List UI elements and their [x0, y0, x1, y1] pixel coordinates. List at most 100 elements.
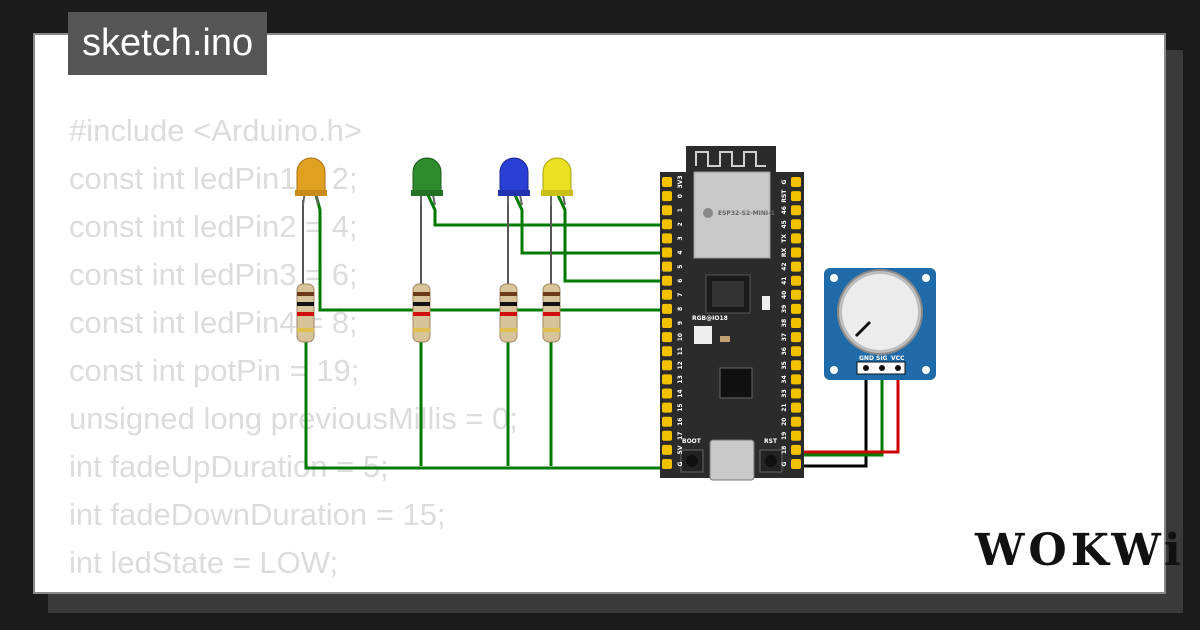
right-pin-header: GRST4645TXRX4241403938373635343321201918… — [781, 177, 801, 469]
code-line: #include <Arduino.h> — [69, 113, 363, 148]
pin-label: 3V3 — [677, 176, 684, 189]
pin-pad — [662, 205, 672, 216]
pin-pad — [662, 191, 672, 202]
pin-pad — [662, 177, 672, 187]
pin-pad — [662, 318, 672, 328]
pin-pad — [662, 444, 672, 455]
pin-label: 37 — [781, 333, 788, 341]
pin-label: RX — [781, 248, 788, 258]
pot-pin-vcc: VCC — [891, 355, 905, 362]
pin-label: 3 — [677, 236, 684, 240]
pin-label: 35 — [781, 361, 788, 369]
preview-card: #include <Arduino.h>const int ledPin1 = … — [33, 33, 1166, 594]
pot-pin-sig: SIG — [876, 355, 888, 362]
pin-pad — [791, 430, 801, 441]
pin-label: 14 — [677, 389, 684, 397]
pin-label: 0 — [677, 194, 684, 198]
wire-pot-gnd — [796, 372, 868, 468]
pin-label: RST — [781, 189, 788, 203]
pin-pad — [662, 360, 672, 371]
pin-label: G — [781, 461, 788, 466]
pin-pad — [662, 388, 672, 399]
pin-pad — [791, 374, 801, 385]
code-line: unsigned long previousMillis = 0; — [69, 401, 518, 436]
code-line: const int ledPin4 = 8; — [69, 305, 358, 340]
wires — [302, 194, 900, 470]
pin-label: 39 — [781, 305, 788, 313]
pin-label: 36 — [781, 347, 788, 355]
pin-pad — [662, 233, 672, 244]
pin-label: 11 — [677, 347, 684, 355]
pin-pad — [791, 247, 801, 258]
pin-pad — [791, 219, 801, 230]
pin-pad — [662, 247, 672, 258]
pin-label: TX — [781, 234, 788, 243]
module-label: ESP32-S2-MINI-1 — [718, 210, 775, 217]
led-yellow — [541, 157, 573, 206]
pot-pin-gnd: GND — [859, 355, 874, 362]
pin-pad — [662, 289, 672, 300]
pin-label: 2 — [677, 222, 684, 226]
pin-pad — [791, 346, 801, 357]
pin-pad — [791, 177, 801, 187]
file-title-badge: sketch.ino — [68, 12, 268, 75]
pin-pad — [662, 374, 672, 385]
code-line: const int potPin = 19; — [69, 353, 360, 388]
pin-label: 41 — [781, 277, 788, 285]
pin-pad — [662, 261, 672, 272]
pin-label: 42 — [781, 262, 788, 270]
pin-pad — [662, 219, 672, 230]
pin-pad — [791, 275, 801, 286]
pin-label: 45 — [781, 220, 788, 228]
pin-pad — [791, 459, 801, 469]
pin-pad — [662, 303, 672, 314]
pin-label: 34 — [781, 375, 788, 383]
pin-label: 40 — [781, 291, 788, 299]
wire-led-yellow — [556, 194, 668, 283]
pin-pad — [791, 444, 801, 455]
pin-label: 16 — [677, 418, 684, 426]
pin-pad — [662, 416, 672, 427]
pin-label: 7 — [677, 293, 684, 297]
pin-pad — [791, 205, 801, 216]
led-orange — [295, 157, 327, 206]
pin-label: 21 — [781, 403, 788, 411]
wokwi-logo: WOKWi — [975, 525, 1185, 576]
wire-pot-sig — [796, 372, 884, 457]
pin-label: 10 — [677, 333, 684, 341]
pin-label: 1 — [677, 208, 684, 212]
rgb-label: RGB@IO18 — [692, 315, 728, 322]
pin-pad — [662, 430, 672, 441]
pin-pad — [791, 233, 801, 244]
pin-label: G — [781, 179, 788, 184]
pin-label: 12 — [677, 361, 684, 369]
code-line: int ledState = LOW; — [69, 545, 339, 580]
pin-pad — [791, 416, 801, 427]
pin-label: 15 — [677, 403, 684, 411]
pin-label: 13 — [677, 375, 684, 383]
pin-pad — [662, 346, 672, 357]
code-line: int fadeDownDuration = 15; — [69, 497, 446, 532]
pin-label: 46 — [781, 206, 788, 214]
pin-pad — [662, 459, 672, 469]
pin-label: 19 — [781, 432, 788, 440]
pin-label: 9 — [677, 321, 684, 325]
potentiometer: GND SIG VCC — [824, 268, 936, 380]
pin-label: 38 — [781, 319, 788, 327]
pin-pad — [791, 360, 801, 371]
pin-label: G — [677, 461, 684, 466]
wire-res1-gnd — [304, 340, 668, 470]
led-green — [411, 157, 443, 206]
boot-label: BOOT — [682, 438, 702, 445]
pot-knob-indicator — [854, 320, 872, 338]
pin-pad — [662, 332, 672, 343]
pin-pad — [662, 402, 672, 413]
resistor — [296, 283, 315, 343]
resistor — [542, 283, 561, 343]
pin-label: 5V — [677, 445, 684, 454]
pin-pad — [791, 388, 801, 399]
wire-led-green — [426, 194, 668, 227]
pin-pad — [791, 261, 801, 272]
